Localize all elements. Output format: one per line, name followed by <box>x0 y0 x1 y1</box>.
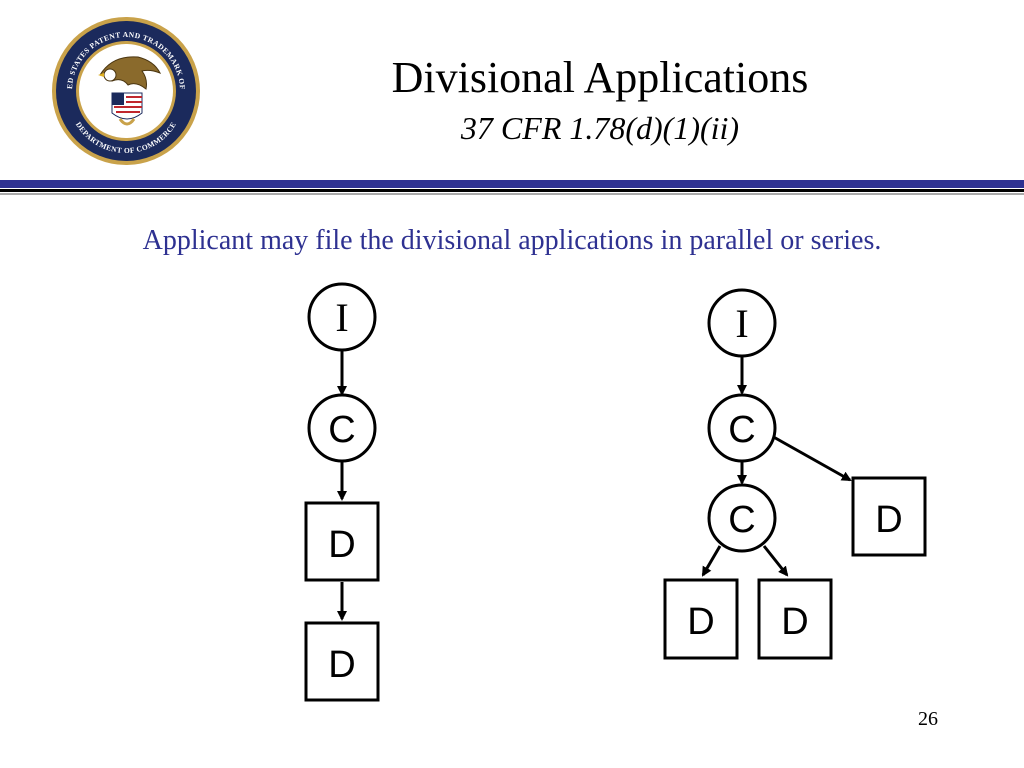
node-continuation <box>707 393 777 463</box>
uspto-seal-logo: UNITED STATES PATENT AND TRADEMARK OFFIC… <box>50 15 200 165</box>
node-label: C <box>728 499 755 541</box>
node-divisional <box>663 578 739 660</box>
header-divider-black <box>0 189 1024 192</box>
node-initial <box>307 282 377 352</box>
node-label: I <box>735 301 748 346</box>
node-initial <box>707 288 777 358</box>
parallel-diagram: I C C D D D <box>663 288 927 660</box>
node-divisional <box>757 578 833 660</box>
node-label: D <box>687 601 714 643</box>
lead-text: Applicant may file the divisional applic… <box>142 225 882 256</box>
node-label: I <box>335 295 348 340</box>
node-label: D <box>328 524 355 566</box>
header-divider-gray <box>0 193 1024 195</box>
node-divisional <box>851 476 927 557</box>
edge-c-d <box>701 545 722 577</box>
node-label: C <box>328 409 355 451</box>
node-label: C <box>728 409 755 451</box>
node-label: D <box>328 644 355 686</box>
node-label: D <box>875 499 902 541</box>
edge-c-d <box>762 545 789 577</box>
edge-c-d <box>769 433 852 482</box>
page-number: 26 <box>918 708 938 730</box>
node-continuation <box>707 483 777 553</box>
eagle-icon <box>99 56 162 90</box>
node-label: D <box>781 601 808 643</box>
node-divisional <box>304 501 380 582</box>
node-divisional <box>304 621 380 702</box>
series-diagram: I C D D <box>304 282 380 702</box>
node-continuation <box>307 393 377 463</box>
page-title: Divisional Applications <box>391 53 809 102</box>
header-divider-blue <box>0 180 1024 188</box>
page-subtitle: 37 CFR 1.78(d)(1)(ii) <box>460 110 740 146</box>
